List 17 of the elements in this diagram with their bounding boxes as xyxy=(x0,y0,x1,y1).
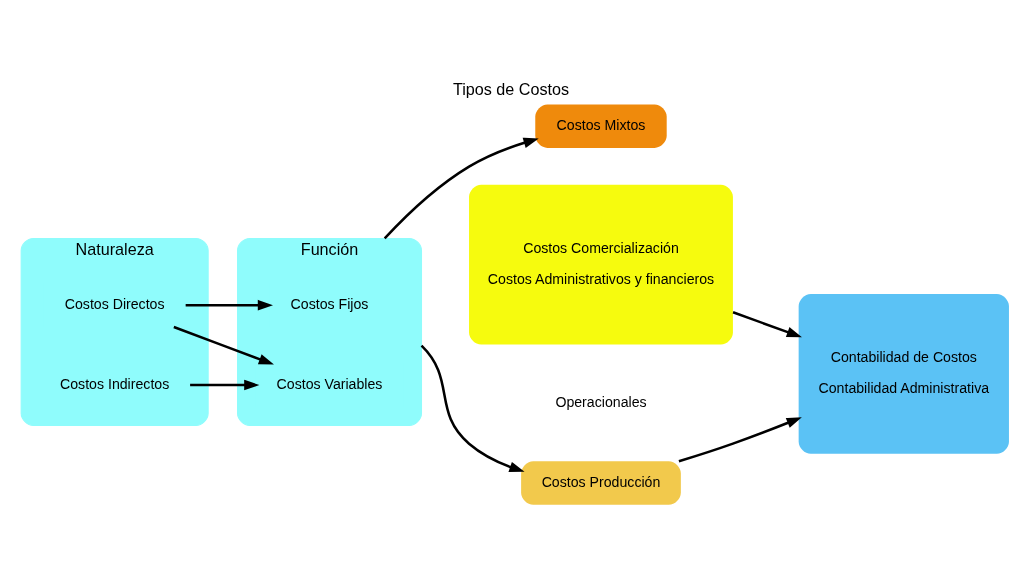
arrow xyxy=(383,137,539,240)
node-text: Costos Indirectos xyxy=(59,375,169,392)
node-box: Contabilidad de Costos Contabilidad Administrativa xyxy=(798,294,1009,454)
arrow xyxy=(678,417,802,463)
arrow xyxy=(172,325,274,365)
node-text: Costos Variables xyxy=(276,375,382,392)
node-box: Costos Comercialización Costos Administrativos y financieros xyxy=(468,184,733,345)
arrow xyxy=(732,311,802,338)
node-box: Costos Producción xyxy=(520,461,681,505)
arrow xyxy=(420,344,525,472)
diagram-title: Tipos de Costos xyxy=(452,80,569,99)
label: Operacionales xyxy=(554,393,647,410)
node-text: Costos Fijos xyxy=(290,295,368,312)
arrow xyxy=(185,299,273,311)
node-box: Costos Mixtos xyxy=(534,104,667,148)
node-text: Costos Directos xyxy=(64,295,165,312)
arrow xyxy=(189,379,259,391)
